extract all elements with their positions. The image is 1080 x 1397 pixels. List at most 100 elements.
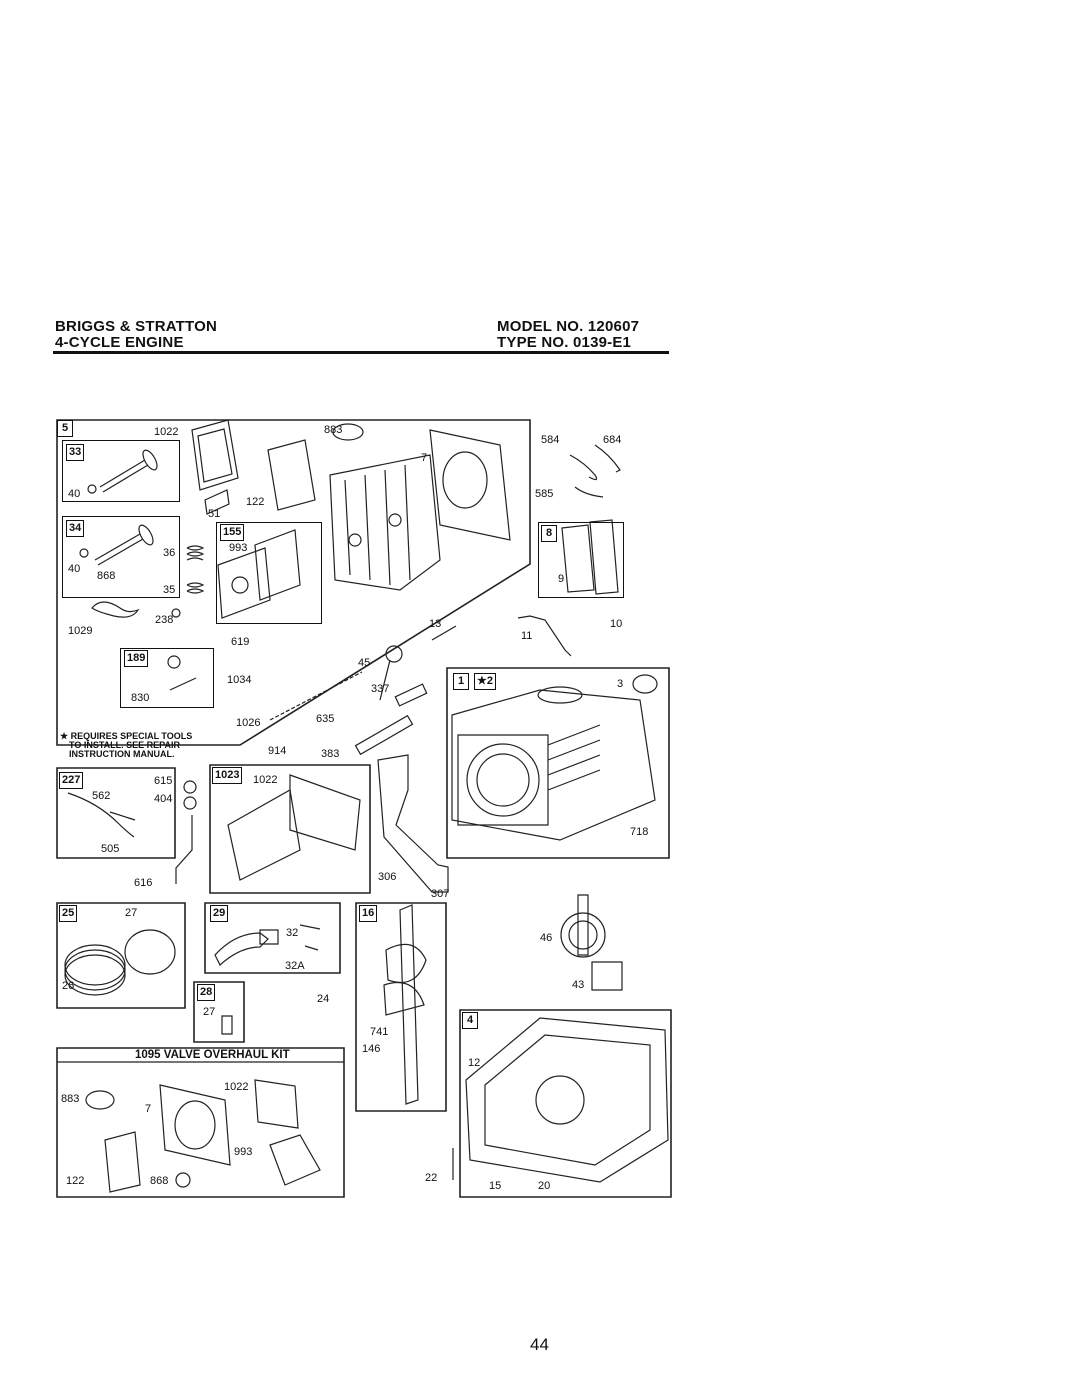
part-label: 914 [268, 745, 287, 757]
part-label: 585 [535, 488, 554, 500]
part-label: 32A [285, 960, 305, 972]
assembly-155-box [216, 522, 322, 624]
governor-gear-icon [592, 962, 622, 990]
assembly-16-outline [356, 903, 446, 1111]
part-label: 7 [421, 452, 428, 464]
tag-4: 4 [462, 1012, 478, 1029]
assembly-28-outline [194, 982, 244, 1042]
breather-cover-icon [218, 530, 300, 618]
part-label: 830 [131, 692, 150, 704]
page-number: 44 [530, 1335, 549, 1354]
part-label: 46 [540, 932, 553, 944]
part-label: 20 [538, 1180, 551, 1192]
part-label: 505 [101, 843, 120, 855]
part-label: 562 [92, 790, 111, 802]
part-label: 615 [154, 775, 173, 787]
assembly-33-box [62, 440, 180, 502]
piston-pin-icon [222, 1016, 232, 1034]
part-label: 1022 [224, 1081, 249, 1093]
brand-title: BRIGGS & STRATTON [55, 318, 218, 335]
part-label: 868 [150, 1175, 169, 1187]
part-label: 404 [154, 793, 173, 805]
assembly-25-outline [57, 903, 185, 1008]
type-number: TYPE NO. 0139-E1 [497, 334, 632, 351]
part-label: 12 [468, 1057, 481, 1069]
assembly-1023-outline [210, 765, 370, 893]
oil-seal-icon [633, 675, 657, 693]
valve-cover-icon [228, 775, 360, 880]
part-label: 40 [68, 563, 81, 575]
part-label: 1022 [154, 426, 179, 438]
tag-2: ★2 [474, 673, 496, 690]
head-gasket-icon [430, 430, 510, 540]
governor-rod-icon [518, 616, 571, 656]
tag-5: 5 [57, 420, 73, 437]
part-label: 51 [208, 508, 221, 520]
tag-34: 34 [66, 520, 85, 537]
intake-valve-icon [80, 523, 156, 565]
assembly-4-outline [460, 1010, 671, 1197]
valve-cap-icon [168, 656, 196, 690]
governor-linkage-icon [570, 445, 620, 497]
part-label: 27 [125, 907, 138, 919]
oil-sump-icon [466, 1018, 668, 1182]
part-label: 993 [229, 542, 248, 554]
tag-189: 189 [124, 650, 149, 667]
assembly-227-outline [57, 768, 175, 858]
part-label: 15 [489, 1180, 502, 1192]
part-label: 36 [163, 547, 176, 559]
bolt-icon [432, 626, 456, 640]
assembly-1-outline [447, 668, 669, 858]
rocker-arm-icon [92, 602, 138, 617]
tag-155: 155 [220, 524, 245, 541]
engine-type-title: 4-CYCLE ENGINE [55, 334, 184, 351]
part-label: 619 [231, 636, 250, 648]
part-label: 13 [429, 618, 442, 630]
cylinder-head-icon [330, 455, 440, 590]
part-label: 993 [234, 1146, 253, 1158]
special-tools-note-line2: TO INSTALL. SEE REPAIR [69, 740, 181, 750]
part-label: 10 [610, 618, 623, 630]
tag-25: 25 [59, 905, 78, 922]
tag-8: 8 [541, 525, 557, 542]
governor-arm-icon [68, 793, 135, 837]
tag-33: 33 [66, 444, 85, 461]
spark-plug-icon [395, 684, 426, 706]
special-tools-note-line1: ★ REQUIRES SPECIAL TOOLS [60, 731, 193, 741]
connecting-rod-icon [215, 925, 320, 965]
part-label: 43 [572, 979, 585, 991]
part-label: 684 [603, 434, 622, 446]
pushrod-icon [270, 672, 362, 720]
part-label: 45 [358, 657, 371, 669]
assembly-8-box [538, 522, 624, 598]
part-label: 337 [371, 683, 390, 695]
part-label: 35 [163, 584, 176, 596]
valve-kit-title: 1095 VALVE OVERHAUL KIT [135, 1049, 290, 1061]
part-label: 1034 [227, 674, 252, 686]
part-label: 868 [97, 570, 116, 582]
part-label: 122 [246, 496, 265, 508]
part-label: 383 [321, 748, 340, 760]
tag-1023: 1023 [212, 767, 243, 784]
retainer-icon [172, 609, 180, 617]
part-label: 306 [378, 871, 397, 883]
breather-tube-icon [380, 646, 402, 700]
part-label: 883 [61, 1093, 80, 1105]
kit-parts-icon [86, 1080, 320, 1192]
assembly-29-outline [205, 903, 340, 973]
part-label: 635 [316, 713, 335, 725]
valve-spring-icon [187, 583, 203, 593]
valve-kit-outline [57, 1048, 344, 1197]
assembly-5-outline [57, 420, 530, 745]
part-label: 9 [558, 573, 565, 585]
part-label: 146 [362, 1043, 381, 1055]
part-label: 27 [203, 1006, 216, 1018]
part-label: 32 [286, 927, 299, 939]
tube-icon [356, 716, 413, 755]
air-baffle-icon [378, 755, 448, 892]
part-label: 1022 [253, 774, 278, 786]
part-label: 718 [630, 826, 649, 838]
tag-29: 29 [210, 905, 229, 922]
camshaft-gear-icon [561, 895, 605, 957]
